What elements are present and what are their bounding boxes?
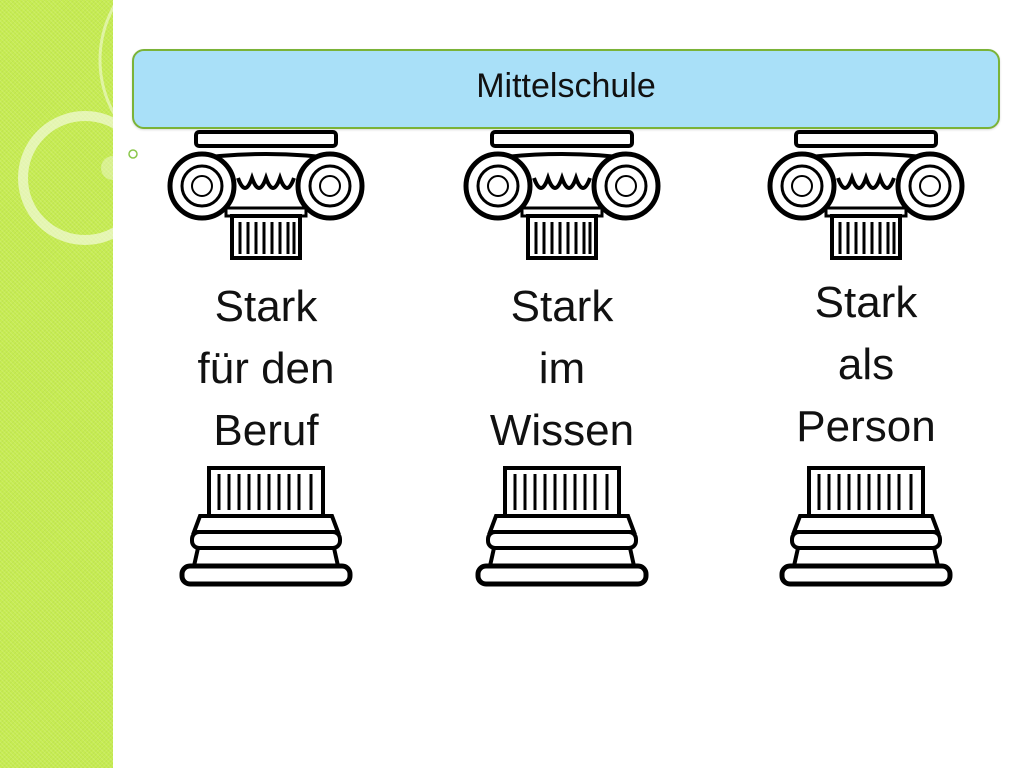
column-base-icon xyxy=(779,466,953,587)
column-capital-icon xyxy=(463,130,661,260)
pillar-label-beruf: Stark für den Beruf xyxy=(166,276,366,462)
pillar-label-person: Stark als Person xyxy=(766,272,966,458)
column-capital-icon xyxy=(767,130,965,260)
pillar-line: im xyxy=(538,344,586,393)
column-base-icon xyxy=(475,466,649,587)
pillar-line: als xyxy=(837,340,895,389)
pillar-line: Person xyxy=(796,402,936,451)
pillar-line: Stark xyxy=(214,282,318,331)
pillar-line: für den xyxy=(197,344,335,393)
column-base-icon xyxy=(179,466,353,587)
side-decorative-band xyxy=(0,0,113,768)
pillar-line: Beruf xyxy=(213,406,319,455)
column-capital-icon xyxy=(167,130,365,260)
school-banner: Mittelschule xyxy=(132,49,1000,129)
pillar-line: Stark xyxy=(814,278,918,327)
pillar-line: Wissen xyxy=(489,406,635,455)
banner-title: Mittelschule xyxy=(476,66,656,105)
pillar-line: Stark xyxy=(510,282,614,331)
pillar-label-wissen: Stark im Wissen xyxy=(462,276,662,462)
